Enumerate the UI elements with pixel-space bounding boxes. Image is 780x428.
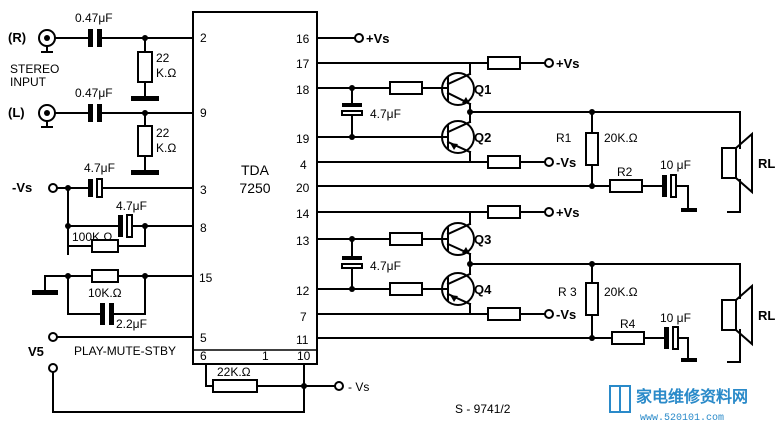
net-pin4: -Vs xyxy=(556,155,576,170)
watermark-text: 家电维修资料网 xyxy=(636,387,748,406)
speaker-bottom-label: RL xyxy=(758,308,775,323)
cap-out1-value: 10 μF xyxy=(660,158,691,172)
res-r1-label: R1 xyxy=(556,131,572,145)
transistor-q1 xyxy=(439,72,475,106)
cap-input-left-value: 0.47μF xyxy=(75,86,113,100)
res-r1-value: 20K.Ω xyxy=(604,131,638,145)
pin15-network xyxy=(32,269,194,325)
input-path-right xyxy=(54,29,194,101)
cap-input-right-value: 0.47μF xyxy=(75,11,113,25)
v5-label: V5 xyxy=(28,344,44,359)
ic-pins-right: 16 17 18 19 4 20 14 13 12 7 11 xyxy=(296,32,310,347)
cap-22-value: 2.2μF xyxy=(116,317,147,331)
pin-19: 19 xyxy=(296,132,310,146)
pin-4: 4 xyxy=(300,158,307,172)
pin-16: 16 xyxy=(296,32,310,46)
speaker-top xyxy=(721,131,753,195)
res-100k-value: 100K.Ω xyxy=(72,230,112,244)
res-input-right-value-a: 22 xyxy=(156,51,170,65)
net-pin10-vs: - Vs xyxy=(348,380,369,394)
pin-13: 13 xyxy=(296,234,310,248)
pin-12: 12 xyxy=(296,284,310,298)
pin-8: 8 xyxy=(200,221,207,235)
pin-7: 7 xyxy=(300,310,307,324)
net-pin17: +Vs xyxy=(556,56,580,71)
ic-tda7250: TDA 7250 xyxy=(192,11,318,365)
transistor-q4 xyxy=(439,272,475,306)
pin-10: 10 xyxy=(297,349,311,363)
watermark: 家电维修资料网 www.520101.com xyxy=(609,385,748,424)
net-pin7: -Vs xyxy=(556,307,576,322)
pin-1: 1 xyxy=(262,349,269,363)
mode-label: PLAY-MUTE-STBY xyxy=(74,344,176,358)
transistor-q1-label: Q1 xyxy=(474,82,491,97)
ic-number: 7250 xyxy=(239,180,270,196)
res-r4-label: R4 xyxy=(620,317,636,331)
input-jack-left xyxy=(38,104,56,128)
input-label: INPUT xyxy=(10,75,47,89)
res-r3-value: 20K.Ω xyxy=(604,285,638,299)
pin-3: 3 xyxy=(200,183,207,197)
speaker-bottom xyxy=(721,283,753,347)
cap-q1-value: 4.7μF xyxy=(370,107,401,121)
pin-17: 17 xyxy=(296,57,310,71)
res-10k-value: 10K.Ω xyxy=(88,286,122,300)
ic-name: TDA xyxy=(241,162,270,178)
channel2-wiring xyxy=(316,205,741,363)
res-input-left-value-b: K.Ω xyxy=(156,141,176,155)
pin-5: 5 xyxy=(200,331,207,345)
res-input-left-value-a: 22 xyxy=(156,126,170,140)
bottom-22k-network xyxy=(205,363,344,393)
speaker-top-label: RL xyxy=(758,156,775,171)
pin-18: 18 xyxy=(296,83,310,97)
pin-11: 11 xyxy=(296,333,309,347)
cap-q3-value: 4.7μF xyxy=(370,259,401,273)
transistor-q2 xyxy=(439,120,475,154)
watermark-url: www.520101.com xyxy=(640,413,724,424)
input-label-right: (R) xyxy=(8,30,26,45)
res-22k-value: 22K.Ω xyxy=(217,365,251,379)
transistor-q2-label: Q2 xyxy=(474,130,491,145)
input-label-left: (L) xyxy=(8,105,25,120)
cap-pin8-value: 4.7μF xyxy=(116,199,147,213)
input-jack-right xyxy=(38,29,56,53)
transistor-q3-label: Q3 xyxy=(474,232,491,247)
pin-9: 9 xyxy=(200,106,207,120)
pin-14: 14 xyxy=(296,207,310,221)
cap-pin3-value: 4.7μF xyxy=(84,161,115,175)
cap-out2-value: 10 μF xyxy=(660,311,691,325)
pin-6: 6 xyxy=(200,349,207,363)
input-path-left xyxy=(54,104,194,175)
transistor-q3 xyxy=(439,222,475,256)
pin-20: 20 xyxy=(296,181,310,195)
transistor-q4-label: Q4 xyxy=(474,282,492,297)
res-r3-label: R 3 xyxy=(558,285,577,299)
net-pin16: +Vs xyxy=(366,31,390,46)
pin-15: 15 xyxy=(199,271,213,285)
bias-network xyxy=(48,178,194,255)
net-pin14: +Vs xyxy=(556,205,580,220)
res-r2-label: R2 xyxy=(617,165,633,179)
net-neg-vs: -Vs xyxy=(12,180,32,195)
pin-2: 2 xyxy=(200,31,207,45)
res-input-right-value-b: K.Ω xyxy=(156,66,176,80)
ic-pins-left: 2 9 3 8 15 5 6 1 10 xyxy=(199,31,311,363)
stereo-label: STEREO xyxy=(10,62,59,76)
figure-code: S - 9741/2 xyxy=(455,402,511,416)
channel1-wiring xyxy=(316,33,741,213)
